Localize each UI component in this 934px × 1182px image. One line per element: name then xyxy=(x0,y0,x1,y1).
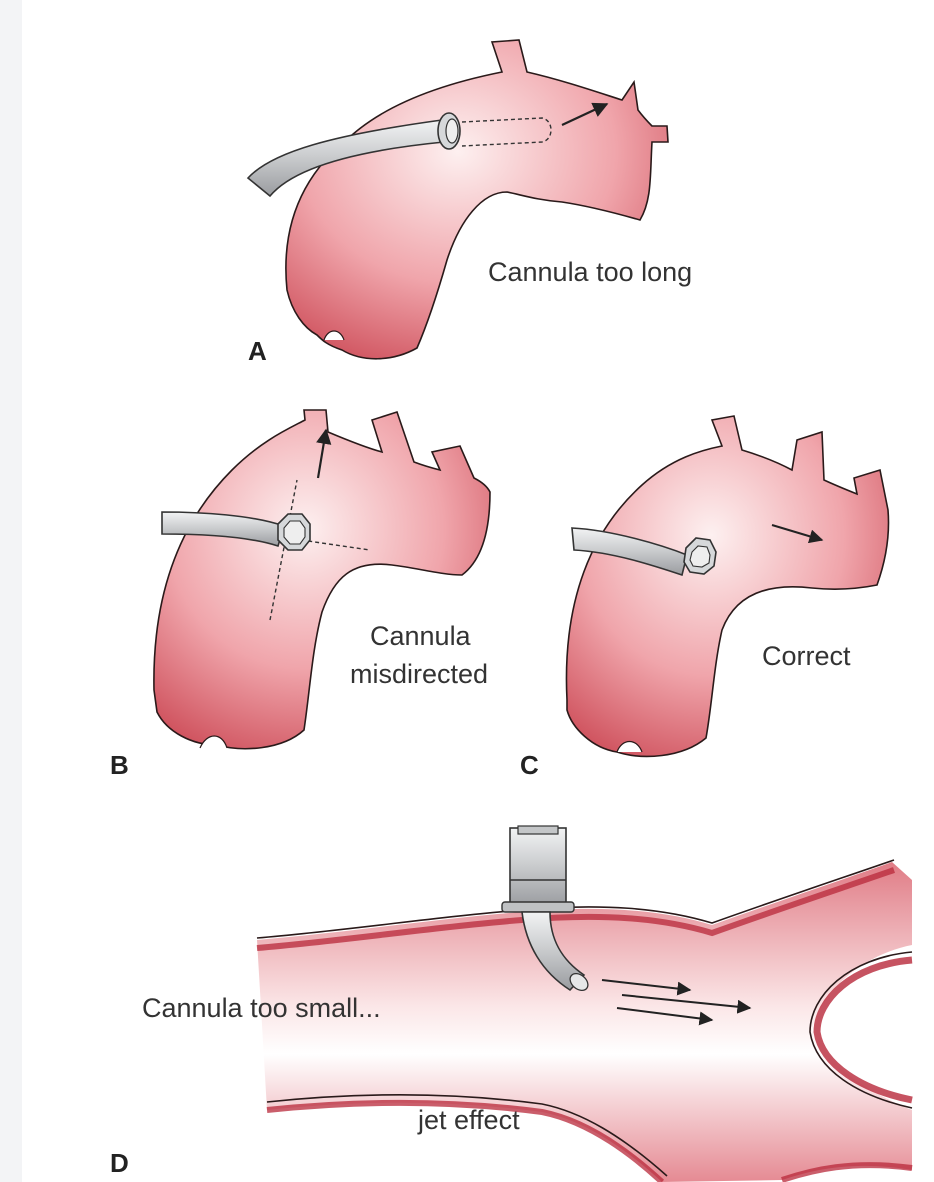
panel-c-aorta xyxy=(566,416,888,756)
panel-c-letter: C xyxy=(520,750,539,781)
panel-d-caption-top: Cannula too small... xyxy=(142,992,381,1024)
panel-b-aorta xyxy=(154,410,490,749)
figure-stage: Cannula too long A Cannula misdirected B… xyxy=(22,0,934,1182)
panel-b-caption-line1: Cannula xyxy=(370,620,471,652)
panel-a-caption: Cannula too long xyxy=(488,256,692,288)
panel-c-caption: Correct xyxy=(762,640,851,672)
panel-b-letter: B xyxy=(110,750,129,781)
panel-b-caption-line2: misdirected xyxy=(350,658,488,690)
panel-d-caption-bottom: jet effect xyxy=(418,1104,520,1136)
panel-a-aorta xyxy=(286,40,668,359)
panel-a-letter: A xyxy=(248,336,267,367)
panel-d-letter: D xyxy=(110,1148,129,1179)
